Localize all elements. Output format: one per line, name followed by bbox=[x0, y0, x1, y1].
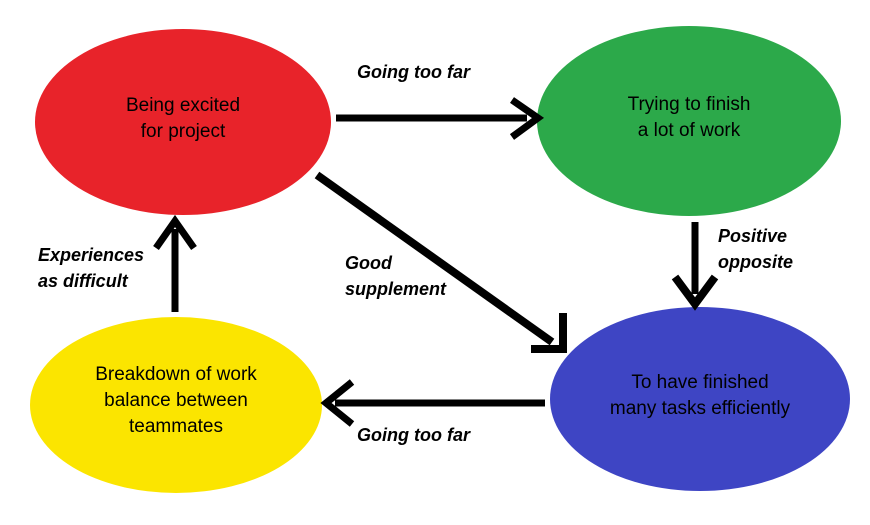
arrow-trying-to-finished bbox=[671, 222, 719, 311]
edge-label-going-too-far-bottom: Going too far bbox=[357, 425, 470, 445]
edge-label-good-supplement: Good supplement bbox=[345, 253, 447, 299]
edge-label-positive-opposite: Positive opposite bbox=[718, 226, 793, 272]
node-ellipse-excited[interactable] bbox=[35, 29, 331, 215]
node-ellipse-trying[interactable] bbox=[537, 26, 841, 216]
arrow-excited-to-trying bbox=[336, 97, 545, 140]
arrow-excited-to-finished bbox=[314, 171, 567, 353]
edge-label-going-too-far-top: Going too far bbox=[357, 62, 470, 82]
edge-label-experiences-as-difficult: Experiences as difficult bbox=[38, 245, 145, 291]
arrow-breakdown-to-excited bbox=[153, 214, 197, 312]
node-ellipse-finished[interactable] bbox=[550, 307, 850, 491]
arrow-finished-to-breakdown bbox=[320, 379, 545, 427]
node-ellipse-breakdown[interactable] bbox=[30, 317, 322, 493]
